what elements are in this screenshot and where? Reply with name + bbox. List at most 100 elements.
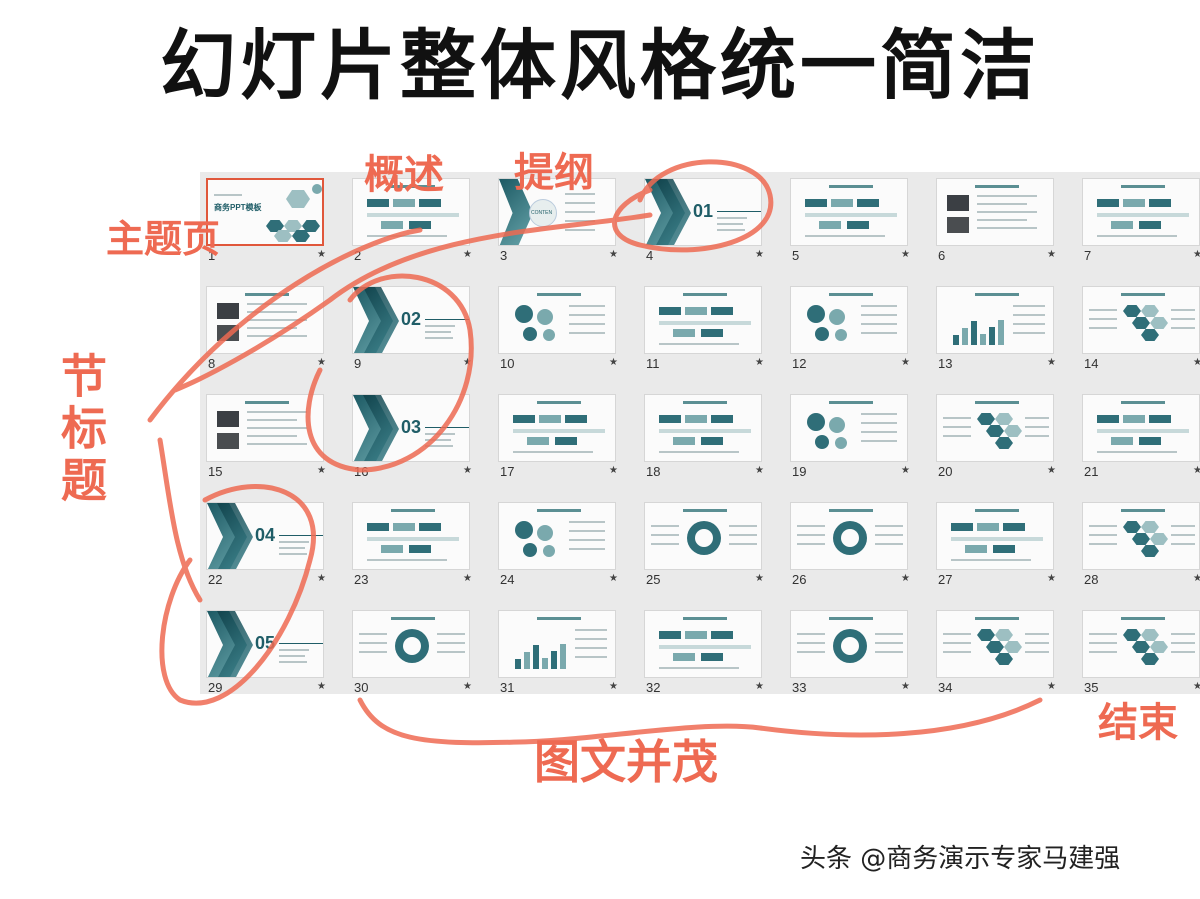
box-shape (381, 221, 403, 229)
slide-thumbnail-19[interactable]: 19★ (784, 388, 930, 496)
slide-number: 30 (354, 680, 369, 695)
circle-shape (537, 525, 553, 541)
text-line (717, 229, 745, 231)
annotation-overview: 概述 (364, 152, 444, 198)
slide-thumbnail-15[interactable]: 15★ (200, 388, 346, 496)
box-shape (673, 329, 695, 337)
text-line (425, 439, 451, 441)
text-line (717, 223, 743, 225)
text-line (569, 548, 605, 550)
hex-shape (1141, 629, 1159, 641)
transition-star-icon: ★ (1193, 357, 1200, 368)
slide-thumbnail-18[interactable]: 18★ (638, 388, 784, 496)
text-line (875, 543, 903, 545)
slide-thumbnail-7[interactable]: 7★ (1076, 172, 1200, 280)
transition-star-icon: ★ (1193, 573, 1200, 584)
slide-thumbnail-11[interactable]: 11★ (638, 280, 784, 388)
slide-thumbnail-5[interactable]: 5★ (784, 172, 930, 280)
box-shape (659, 307, 681, 315)
text-line (359, 651, 387, 653)
slide-number: 3 (500, 248, 508, 263)
box-shape (819, 221, 841, 229)
text-line (279, 649, 309, 651)
slide-thumbnail-25[interactable]: 25★ (638, 496, 784, 604)
transition-star-icon: ★ (317, 681, 326, 692)
box-shape (659, 415, 681, 423)
slide-thumbnail-6[interactable]: 6★ (930, 172, 1076, 280)
slide-thumbnail-31[interactable]: 31★ (492, 604, 638, 712)
text-line (247, 327, 297, 329)
transition-star-icon: ★ (463, 249, 472, 260)
slide-thumbnail-35[interactable]: 35★ (1076, 604, 1200, 712)
slide-thumbnail-21[interactable]: 21★ (1076, 388, 1200, 496)
transition-star-icon: ★ (1047, 249, 1056, 260)
text-line (569, 314, 605, 316)
section-number: 05 (255, 633, 276, 653)
hex-shape (1150, 533, 1168, 545)
slide-preview (206, 394, 324, 462)
text-line (575, 647, 607, 649)
slide-thumbnail-17[interactable]: 17★ (492, 388, 638, 496)
text-line (875, 633, 903, 635)
text-line (1171, 633, 1195, 635)
text-line (1025, 633, 1049, 635)
box-shape (977, 523, 999, 531)
text-line (1089, 327, 1117, 329)
slide-thumbnail-26[interactable]: 26★ (784, 496, 930, 604)
slide-thumbnail-13[interactable]: 13★ (930, 280, 1076, 388)
circle-shape (523, 543, 537, 557)
hex-shape (986, 641, 1004, 653)
box-shape (527, 437, 549, 445)
section-rule (717, 211, 761, 212)
slide-preview (790, 610, 908, 678)
slide-thumbnail-20[interactable]: 20★ (930, 388, 1076, 496)
slide-number: 10 (500, 356, 515, 371)
text-line (1171, 327, 1195, 329)
slide-thumbnail-34[interactable]: 34★ (930, 604, 1076, 712)
box-shape (393, 523, 415, 531)
slide-preview (936, 502, 1054, 570)
slide-preview (1082, 394, 1200, 462)
text-line (651, 543, 679, 545)
text-line (1013, 332, 1045, 334)
text-line (565, 202, 595, 204)
slide-thumbnail-14[interactable]: 14★ (1076, 280, 1200, 388)
text-line (1171, 318, 1195, 320)
text-line (943, 435, 971, 437)
text-line (437, 633, 465, 635)
text-line (569, 521, 605, 523)
slide-thumbnail-32[interactable]: 32★ (638, 604, 784, 712)
slide-thumbnail-28[interactable]: 28★ (1076, 496, 1200, 604)
box-shape (805, 199, 827, 207)
box-shape (847, 221, 869, 229)
text-line (565, 193, 595, 195)
slide-thumbnail-12[interactable]: 12★ (784, 280, 930, 388)
text-line (1089, 651, 1117, 653)
text-line (359, 633, 387, 635)
box-shape (1149, 415, 1171, 423)
annotation-mixed-content: 图文并茂 (534, 735, 718, 789)
text-line (1171, 543, 1195, 545)
slide-thumbnail-8[interactable]: 8★ (200, 280, 346, 388)
slide-preview: 02 (352, 286, 470, 354)
slide-thumbnail-27[interactable]: 27★ (930, 496, 1076, 604)
transition-star-icon: ★ (901, 573, 910, 584)
slide-thumbnail-10[interactable]: 10★ (492, 280, 638, 388)
text-line (1097, 451, 1177, 453)
thumb-title-bar (1121, 617, 1165, 620)
box-shape (659, 645, 751, 649)
slide-thumbnail-24[interactable]: 24★ (492, 496, 638, 604)
text-line (943, 426, 971, 428)
hex-shape (1123, 629, 1141, 641)
slide-thumbnail-33[interactable]: 33★ (784, 604, 930, 712)
slide-thumbnail-23[interactable]: 23★ (346, 496, 492, 604)
text-line (247, 419, 297, 421)
slide-thumbnail-30[interactable]: 30★ (346, 604, 492, 712)
bar-shape (953, 335, 959, 345)
